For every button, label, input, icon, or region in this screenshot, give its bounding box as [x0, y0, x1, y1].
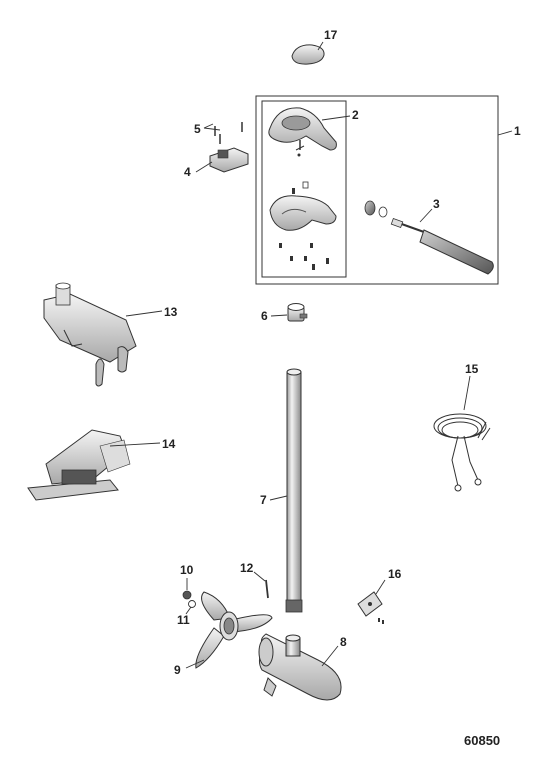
callout-13: 13 [164, 305, 178, 319]
figure-reference-number: 60850 [464, 733, 500, 748]
part-2-pedal-cover [268, 107, 351, 157]
part-8-motor [258, 633, 342, 701]
callout-2: 2 [352, 108, 359, 122]
part-3-cable-kit [364, 200, 494, 275]
kit-box-part-2 [261, 100, 347, 278]
callout-10: 10 [180, 563, 194, 577]
callout-8: 8 [340, 635, 347, 649]
callout-7: 7 [260, 493, 267, 507]
callout-4: 4 [184, 165, 191, 179]
callout-6: 6 [261, 309, 268, 323]
part-15-cable [433, 375, 491, 492]
callout-15: 15 [465, 362, 479, 376]
callout-5: 5 [194, 122, 201, 136]
callout-9: 9 [174, 663, 181, 677]
part-10-nut [182, 578, 192, 600]
callout-11: 11 [177, 613, 190, 627]
leader-1 [497, 130, 513, 136]
callout-3: 3 [433, 197, 440, 211]
callout-16: 16 [388, 567, 402, 581]
callout-1: 1 [514, 124, 521, 138]
part-11-washer [185, 600, 196, 615]
part-7-shaft [269, 368, 303, 613]
callout-14: 14 [162, 437, 176, 451]
part-14-mount-base [27, 429, 161, 501]
part-12-pin [253, 571, 269, 599]
part-9-propeller [185, 591, 273, 669]
part-5-screws [203, 122, 243, 144]
kit-box-part-1 [255, 95, 499, 285]
part-17-cap [291, 41, 325, 65]
part-4-control-module [195, 147, 249, 173]
part-16-plate [357, 579, 386, 624]
callout-17: 17 [324, 28, 338, 42]
part-13-mount [43, 282, 163, 387]
part-6-collar [270, 303, 308, 322]
part-2-pedal-base [269, 181, 337, 270]
callout-12: 12 [240, 561, 254, 575]
